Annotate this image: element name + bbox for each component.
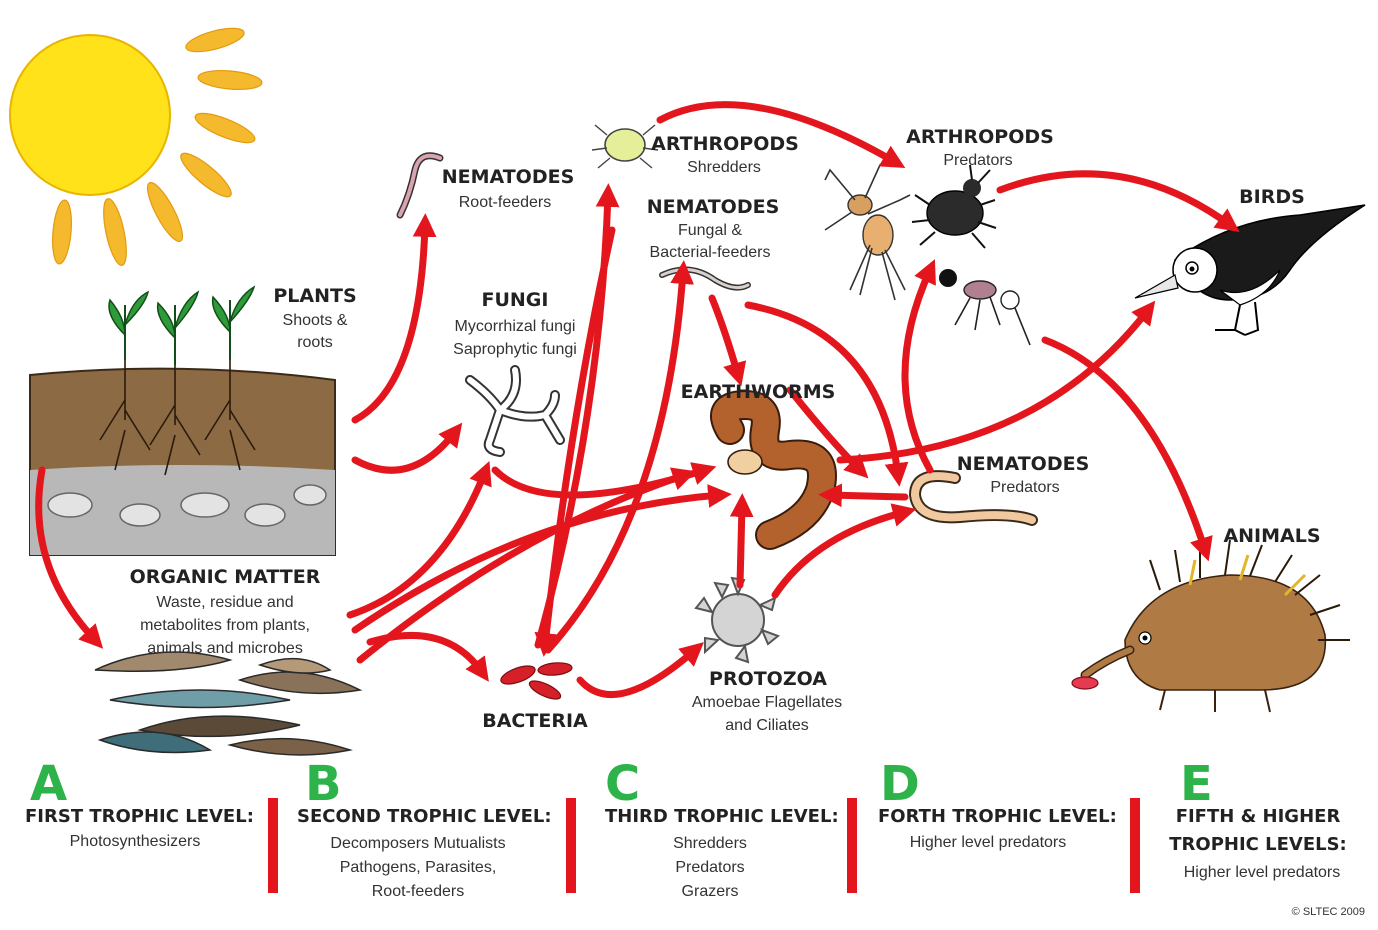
level-d-title: FORTH TROPHIC LEVEL: [878,806,1117,827]
arrow-predator-nematodes-to-arthropods [905,270,930,470]
animals-title: ANIMALS [1223,525,1320,547]
nematodes-root-title: NEMATODES [442,166,575,188]
level-a-letter: A [30,756,67,812]
nematodes-predators-label: NEMATODES Predators [957,453,1090,496]
arthropods-predators-title: ARTHROPODS [906,126,1054,148]
plants-title: PLANTS [273,285,356,307]
nematode-root-feeder-icon [400,156,440,215]
arthropods-shredders-title: ARTHROPODS [651,133,799,155]
level-c-letter: C [605,756,640,812]
protozoa-title: PROTOZOA [709,668,827,690]
level-divider-4 [1130,798,1140,893]
arrow-nematodes-to-earthworms [712,298,738,375]
nematodes-predators-sub: Predators [990,479,1059,496]
level-b-letter: B [305,756,342,812]
fungi-title: FUNGI [482,289,549,311]
organic-matter-sub3: animals and microbes [147,640,303,657]
earthworms-label: EARTHWORMS [681,381,836,403]
plants-sub2: roots [297,334,333,351]
bacteria-icon [499,662,573,703]
level-divider-2 [566,798,576,893]
level-e-desc-1: Higher level predators [1184,864,1341,881]
sun-icon [10,24,263,268]
level-c-desc-3: Grazers [682,883,739,900]
nematodes-root-label: NEMATODES Root-feeders [442,166,575,211]
level-e-letter: E [1180,756,1213,812]
ant-icon [939,269,1030,345]
nematodes-fungal-sub2: Bacterial-feeders [650,244,771,261]
level-b-desc-2: Pathogens, Parasites, [340,859,497,876]
nematodes-predators-title: NEMATODES [957,453,1090,475]
echidna-icon [1072,540,1350,712]
fungi-label: FUNGI Mycorrhizal fungi Saprophytic fung… [453,289,577,358]
trophic-level-b: B SECOND TROPHIC LEVEL: Decomposers Mutu… [297,756,552,900]
protozoa-label: PROTOZOA Amoebae Flagellates and Ciliate… [692,668,842,734]
bird-icon [1135,205,1365,335]
arrow-protozoa-to-earthworms [740,505,742,585]
birds-title: BIRDS [1239,186,1305,208]
level-a-desc-1: Photosynthesizers [70,833,201,850]
fungi-hyphae-icon [470,370,560,452]
plants-sub1: Shoots & [283,312,348,329]
organic-matter-sub1: Waste, residue and [156,594,293,611]
level-e-title-2: TROPHIC LEVELS: [1169,834,1347,855]
level-c-desc-1: Shredders [673,835,747,852]
arthropods-shredders-sub: Shredders [687,159,761,176]
level-d-desc-1: Higher level predators [910,834,1067,851]
trophic-level-a: A FIRST TROPHIC LEVEL: Photosynthesizers [25,756,254,850]
nematode-fungal-feeder-icon [662,270,748,288]
arrow-arthropods-to-birds [1000,174,1230,225]
nematodes-fungal-sub1: Fungal & [678,222,742,239]
nematodes-fungal-title: NEMATODES [647,196,780,218]
copyright-text: © SLTEC 2009 [1292,906,1365,918]
level-divider-1 [268,798,278,893]
nematodes-root-sub: Root-feeders [459,194,552,211]
level-divider-3 [847,798,857,893]
trophic-level-c: C THIRD TROPHIC LEVEL: Shredders Predato… [605,756,839,900]
trophic-level-e: E FIFTH & HIGHER TROPHIC LEVELS: Higher … [1169,756,1347,881]
arrow-bacteria-to-protozoa [580,650,695,695]
arthropods-predators-label: ARTHROPODS Predators [906,126,1054,169]
spider-icon [825,155,910,300]
level-b-desc-3: Root-feeders [372,883,465,900]
organic-matter-illustration [95,652,360,755]
earthworms-title: EARTHWORMS [681,381,836,403]
arthropods-predators-sub: Predators [943,152,1012,169]
level-b-desc-1: Decomposers Mutualists [330,835,505,852]
level-e-title-1: FIFTH & HIGHER [1176,806,1341,827]
arthropods-shredders-label: ARTHROPODS Shredders [651,133,799,176]
level-d-letter: D [880,756,920,812]
level-b-title: SECOND TROPHIC LEVEL: [297,806,552,827]
organic-matter-label: ORGANIC MATTER Waste, residue and metabo… [130,566,321,657]
protozoa-sub1: Amoebae Flagellates [692,694,842,711]
bacteria-label: BACTERIA [482,710,588,732]
level-c-desc-2: Predators [675,859,744,876]
mite-icon [592,125,658,168]
level-a-title: FIRST TROPHIC LEVEL: [25,806,254,827]
arrow-earthworms-to-predator-nematodes [830,495,905,497]
level-c-title: THIRD TROPHIC LEVEL: [605,806,839,827]
arrow-earthworms-to-birds [840,310,1148,460]
animals-label: ANIMALS [1223,525,1320,547]
trophic-level-d: D FORTH TROPHIC LEVEL: Higher level pred… [878,756,1117,851]
arrow-plants-to-nematodes [355,225,425,420]
organic-matter-sub2: metabolites from plants, [140,617,310,634]
bacteria-title: BACTERIA [482,710,588,732]
protozoa-sub2: and Ciliates [725,717,809,734]
protozoa-icon [696,578,778,662]
arrow-fungi-to-earthworms [495,470,705,495]
nematodes-fungal-label: NEMATODES Fungal & Bacterial-feeders [647,196,780,261]
beetle-icon [912,165,996,248]
plants-label: PLANTS Shoots & roots [273,285,356,351]
fungi-sub2: Saprophytic fungi [453,341,577,358]
arrow-organic-to-earthworms [355,495,720,630]
arrow-plants-to-fungi [355,432,455,470]
birds-label: BIRDS [1239,186,1305,208]
organic-matter-title: ORGANIC MATTER [130,566,321,588]
fungi-sub1: Mycorrhizal fungi [455,318,576,335]
arrow-arthropods-to-animals [1045,340,1205,550]
